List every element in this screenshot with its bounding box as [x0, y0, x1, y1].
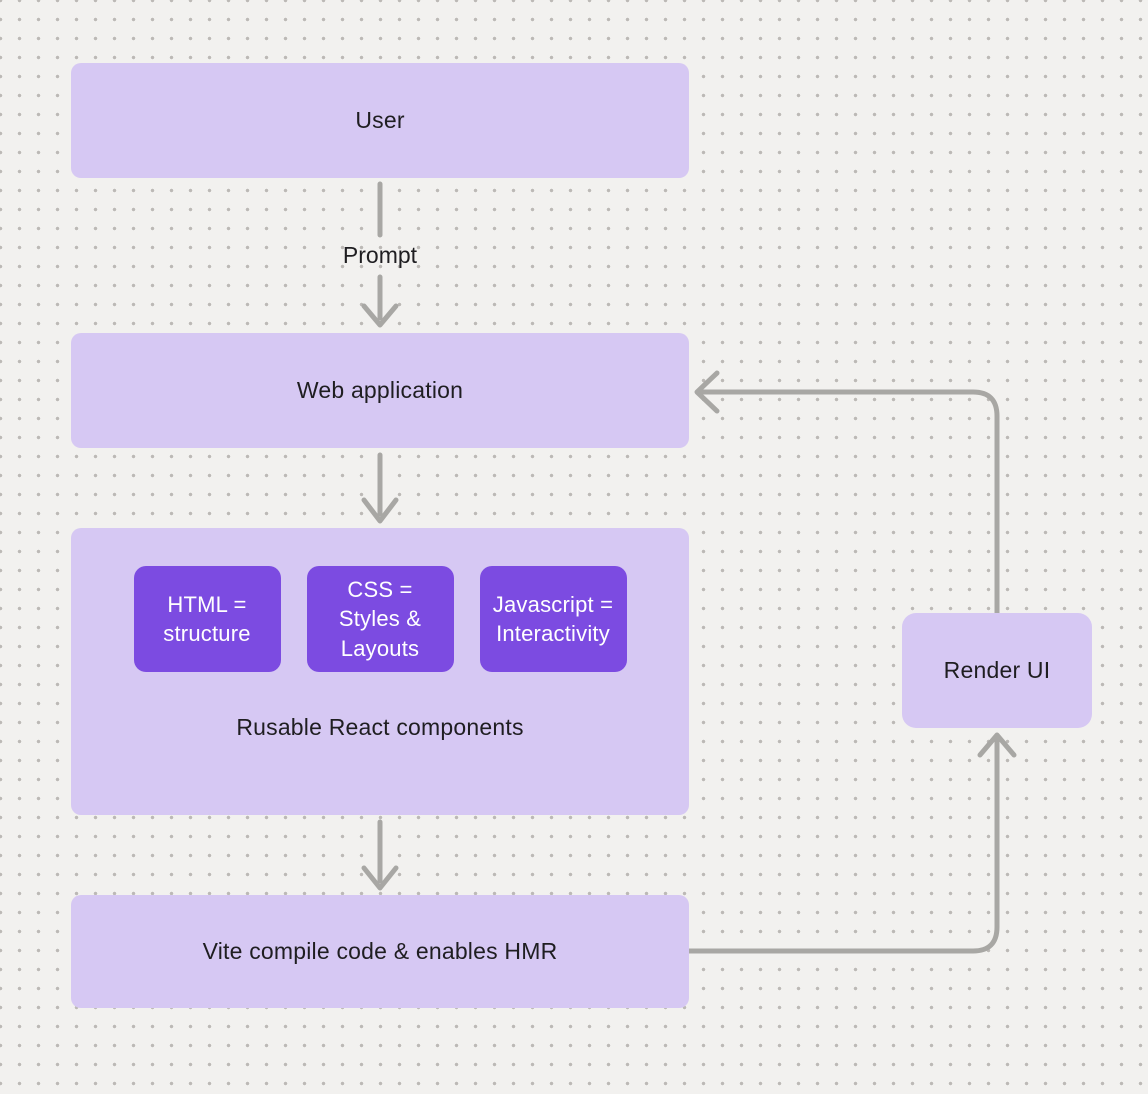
card-css-label: CSS = Styles & Layouts [338, 577, 422, 661]
arrowhead-up-into-render-ui [977, 732, 1017, 758]
edge-render-ui-to-webapp-line [699, 389, 1000, 616]
node-reusable-react-components: HTML = structure CSS = Styles & Layouts … [71, 528, 689, 815]
node-web-application: Web application [71, 333, 689, 448]
node-render-ui: Render UI [902, 613, 1092, 728]
edge-vite-to-render-ui-line [686, 737, 1000, 954]
edge-webapp-to-components [361, 452, 399, 524]
node-user-label: User [355, 107, 405, 133]
node-vite-label: Vite compile code & enables HMR [202, 938, 558, 964]
arrowhead-down-into-components [361, 497, 399, 524]
node-user: User [71, 63, 689, 178]
card-javascript-label: Javascript = Interactivity [492, 591, 614, 646]
node-render-ui-label: Render UI [943, 657, 1051, 683]
card-html: HTML = structure [133, 566, 281, 672]
component-cards-row: HTML = structure CSS = Styles & Layouts … [71, 566, 689, 672]
edge-label-prompt: Prompt [342, 242, 418, 268]
edge-render-ui-to-webapp [694, 370, 1000, 616]
edge-components-to-vite [361, 819, 399, 891]
card-javascript: Javascript = Interactivity [479, 566, 627, 672]
card-html-label: HTML = structure [163, 591, 251, 646]
arrowhead-left-into-webapp [694, 370, 720, 414]
node-vite: Vite compile code & enables HMR [71, 895, 689, 1008]
card-css: CSS = Styles & Layouts [306, 566, 454, 672]
edge-user-to-webapp [361, 181, 399, 328]
arrowhead-down-into-vite [361, 865, 399, 891]
components-caption: Rusable React components [236, 714, 524, 740]
edge-vite-to-render-ui [686, 732, 1017, 954]
node-web-application-label: Web application [296, 377, 464, 403]
arrowhead-down-into-webapp [361, 303, 399, 328]
